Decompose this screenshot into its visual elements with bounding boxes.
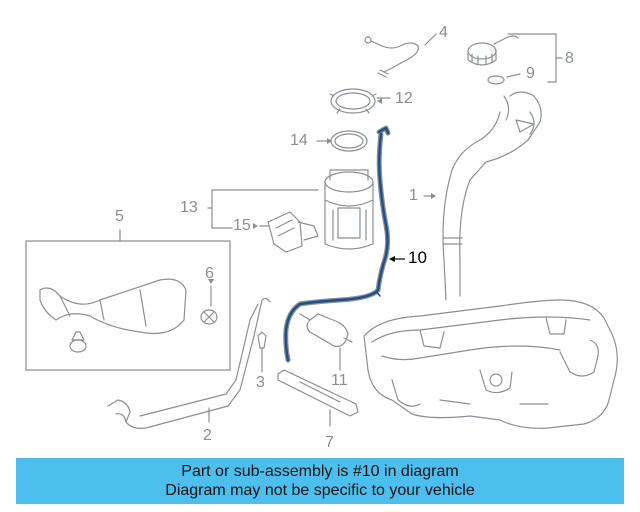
callout-10-arrow <box>389 256 405 262</box>
callout-13: 13 <box>180 199 198 216</box>
callout-7: 7 <box>325 434 334 451</box>
part-9-seal[interactable] <box>487 73 521 85</box>
banner-line-1: Part or sub-assembly is #10 in diagram <box>181 463 459 480</box>
part-4-sensor-cable[interactable] <box>364 33 437 78</box>
callout-12: 12 <box>395 90 413 107</box>
part-11-fuel-filter[interactable] <box>299 313 353 371</box>
part-7-rail[interactable] <box>277 369 359 427</box>
callout-arrows <box>208 98 436 284</box>
part-13-fuel-pump[interactable] <box>207 169 374 250</box>
part-10-fuel-line[interactable] <box>283 125 391 363</box>
callout-9: 9 <box>526 65 535 82</box>
callout-11: 11 <box>331 372 348 389</box>
banner-line-2: Diagram may not be specific to your vehi… <box>165 482 475 499</box>
part-3-bolt[interactable] <box>257 331 267 373</box>
callout-6: 6 <box>205 265 214 282</box>
info-banner: Part or sub-assembly is #10 in diagram D… <box>16 458 624 504</box>
part-15-bracket[interactable] <box>259 211 319 253</box>
callout-4: 4 <box>439 24 448 41</box>
part-6-clip[interactable] <box>200 285 218 325</box>
callout-5: 5 <box>115 208 124 225</box>
callout-15: 15 <box>233 217 251 234</box>
part-1-filler-neck[interactable] <box>423 91 542 301</box>
part-12-lock-ring[interactable] <box>329 88 391 114</box>
part-5-shield-box[interactable] <box>25 229 231 371</box>
part-14-gasket[interactable] <box>316 130 368 152</box>
callout-1: 1 <box>409 187 418 204</box>
callout-8: 8 <box>565 50 574 67</box>
callout-14: 14 <box>290 132 308 149</box>
part-2-strap[interactable] <box>107 297 271 429</box>
callout-2: 2 <box>203 427 212 444</box>
callout-10: 10 <box>408 248 427 267</box>
callout-3: 3 <box>256 374 265 391</box>
fuel-tank[interactable] <box>363 299 618 429</box>
part-8-filler-cap[interactable] <box>467 33 563 83</box>
